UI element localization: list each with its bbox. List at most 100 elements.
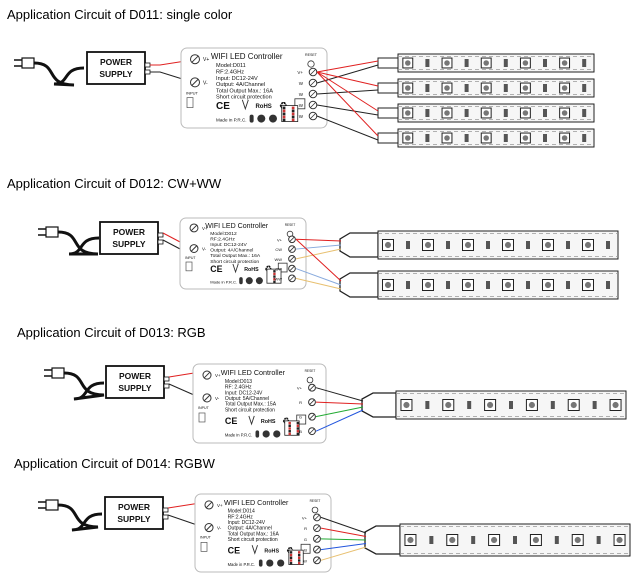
bin-icon [232,263,239,274]
led-lens [464,241,472,249]
qr-cell [296,427,300,430]
resistor [464,84,469,92]
resistor [543,84,547,92]
led-lens [522,135,529,141]
qr-cell [291,106,295,110]
resistor [606,281,610,289]
rohs-mark: RoHS [261,419,276,425]
output-port-label: W [299,92,304,97]
resistor [582,59,587,67]
screw-slot [314,536,320,542]
resistor [503,134,508,142]
led-lens [504,241,512,249]
qr-cell [288,430,291,433]
resistor [464,134,469,142]
led-lens [445,401,452,409]
wire-black [316,104,379,116]
resistor [425,84,430,92]
resistor [596,536,601,544]
qr-cell [282,118,286,122]
reset-label: RESET [285,223,296,227]
led-lens [449,536,456,544]
spec-line: Total Output Max.: 16A [210,253,261,259]
qr-cell [291,112,295,116]
screw-slot [191,55,199,63]
input-label: INPUT [186,90,199,95]
fuse-icon [185,261,193,272]
output-port-label: W [303,558,307,563]
qr-cell [296,430,300,433]
made-in-label: Made in P.R.C. [210,279,237,284]
plug-body [21,57,35,69]
wire-vplus [320,516,367,534]
ce-mark: CE [225,416,238,426]
qr-cell [273,272,276,276]
output-port-label: G [304,537,307,542]
qr-cell [297,556,301,559]
power-cord [57,503,103,532]
qr-cell [289,551,293,554]
screw-slot [289,275,295,282]
spec-line: Model:D013 [225,379,252,385]
wire-ww [295,248,342,260]
ps-terminal [144,69,151,75]
screw-slot [205,501,213,509]
led-lens [407,536,414,544]
resistor [406,281,410,289]
qr-cell [288,432,291,436]
led-strip [399,523,631,557]
spec-line: Input: DC12-24V [210,242,247,248]
spec-line: RF:2.4GHz [216,70,244,76]
vplus-label: V+ [215,373,221,378]
resistor [503,109,508,117]
strip-connector [339,232,379,258]
spec-line: Model:D011 [216,63,246,69]
wire-red [316,71,379,137]
reset-label: RESET [305,53,318,57]
output-port-label: R [299,400,302,405]
led-lens [561,85,568,91]
led-lens [522,60,529,66]
qr-cell [288,427,291,430]
rohs-mark: RoHS [244,267,259,273]
vplus-label: V+ [203,57,209,63]
resistor [509,401,513,409]
screw-slot [309,384,315,391]
qr-cell [288,421,291,425]
mic-icon [249,114,254,123]
ps-terminal [157,232,164,238]
plug-prongs [38,501,46,509]
qr-cell [282,115,286,119]
resistor [606,241,610,249]
spec-line: Short circuit protection [210,259,259,265]
resistor [582,134,587,142]
ce-mark: CE [210,264,222,274]
led-strip [377,270,619,300]
wire-b [315,409,364,432]
plug-body [45,226,59,238]
vminus-label: V- [203,80,208,86]
power-supply-label: POWER [113,227,145,237]
android-icon [257,114,266,123]
output-port-label: R [304,526,307,531]
ce-mark: CE [228,545,241,555]
screw-slot [203,394,211,402]
resistor [467,401,472,409]
ps-terminal [162,514,169,520]
spec-line: Total Output Max.: 16A [216,88,273,94]
spec-line: Output: 5A/Channel [225,396,269,402]
fuse-icon [186,97,194,108]
wire-vplus [162,232,183,244]
resistor [425,109,430,117]
led-lens [405,110,411,116]
vminus-label: V- [215,396,220,401]
wire-r [315,401,364,405]
screw-slot [310,80,316,86]
qr-cell [291,109,295,113]
led-lens [584,281,592,289]
wire-cw [295,244,342,250]
spec-line: Output: 4A/Channel [228,526,272,532]
